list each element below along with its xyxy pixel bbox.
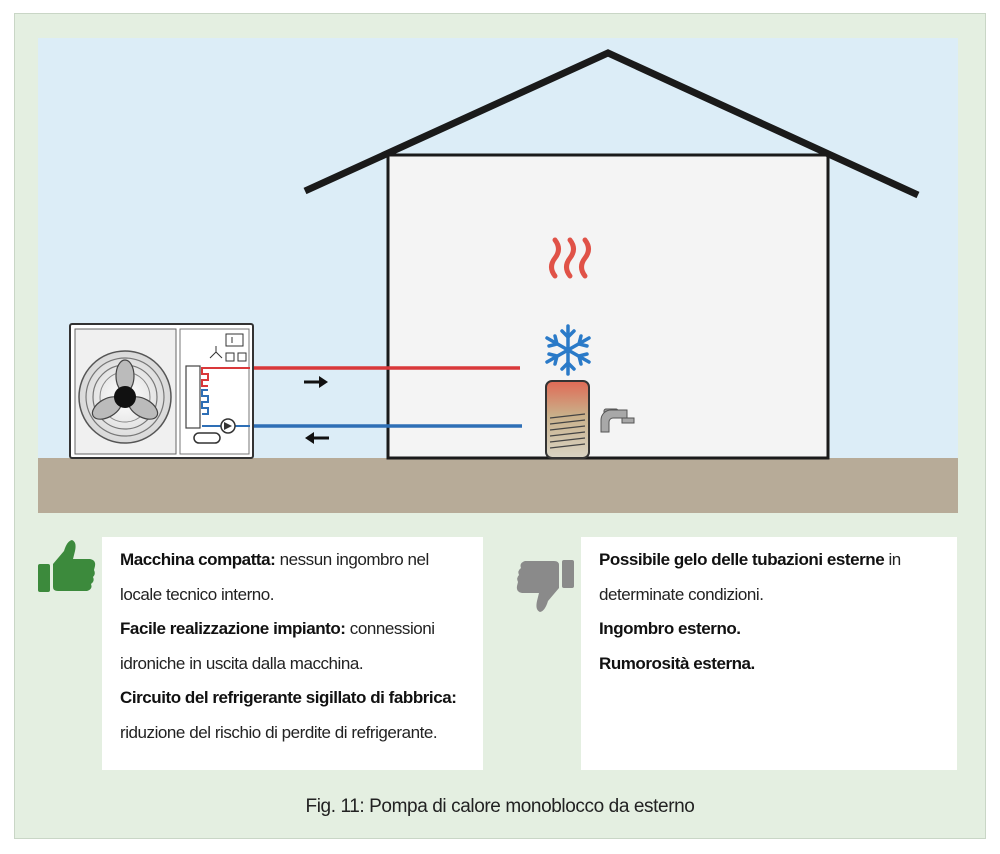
heat-waves-icon xyxy=(549,237,591,279)
cons-line: Rumorosità esterna. xyxy=(599,653,755,673)
pros-line: Macchina compatta: nessun ingombro nel xyxy=(120,550,429,569)
pros-line: locale tecnico interno. xyxy=(120,584,275,604)
thumbs-down-icon xyxy=(516,560,574,612)
cons-line: determinate condizioni. xyxy=(599,584,764,604)
ground xyxy=(38,458,958,513)
snowflake-icon xyxy=(545,324,591,376)
cons-line: Ingombro esterno. xyxy=(599,619,741,638)
pros-line: Facile realizzazione impianto: connessio… xyxy=(120,619,435,638)
water-tank-icon xyxy=(545,380,590,459)
heat-pump-diagram xyxy=(38,38,958,513)
cons-line: Possibile gelo delle tubazioni esterne i… xyxy=(599,550,901,569)
fan-icon xyxy=(78,350,172,444)
cons-panel: Possibile gelo delle tubazioni esterne i… xyxy=(581,537,957,770)
arrow-right-icon xyxy=(304,376,328,388)
faucet-icon xyxy=(600,408,635,433)
pros-line: riduzione del rischio di perdite di refr… xyxy=(120,722,438,742)
pros-line: idroniche in uscita dalla macchina. xyxy=(120,653,364,673)
arrow-left-icon xyxy=(305,432,329,444)
house xyxy=(303,49,920,460)
pros-line: Circuito del refrigerante sigillato di f… xyxy=(120,688,457,707)
pros-panel: Macchina compatta: nessun ingombro nel l… xyxy=(102,537,483,770)
figure-caption: Fig. 11: Pompa di calore monoblocco da e… xyxy=(305,796,695,817)
thumbs-up-icon xyxy=(38,540,96,592)
outdoor-unit xyxy=(69,323,254,459)
